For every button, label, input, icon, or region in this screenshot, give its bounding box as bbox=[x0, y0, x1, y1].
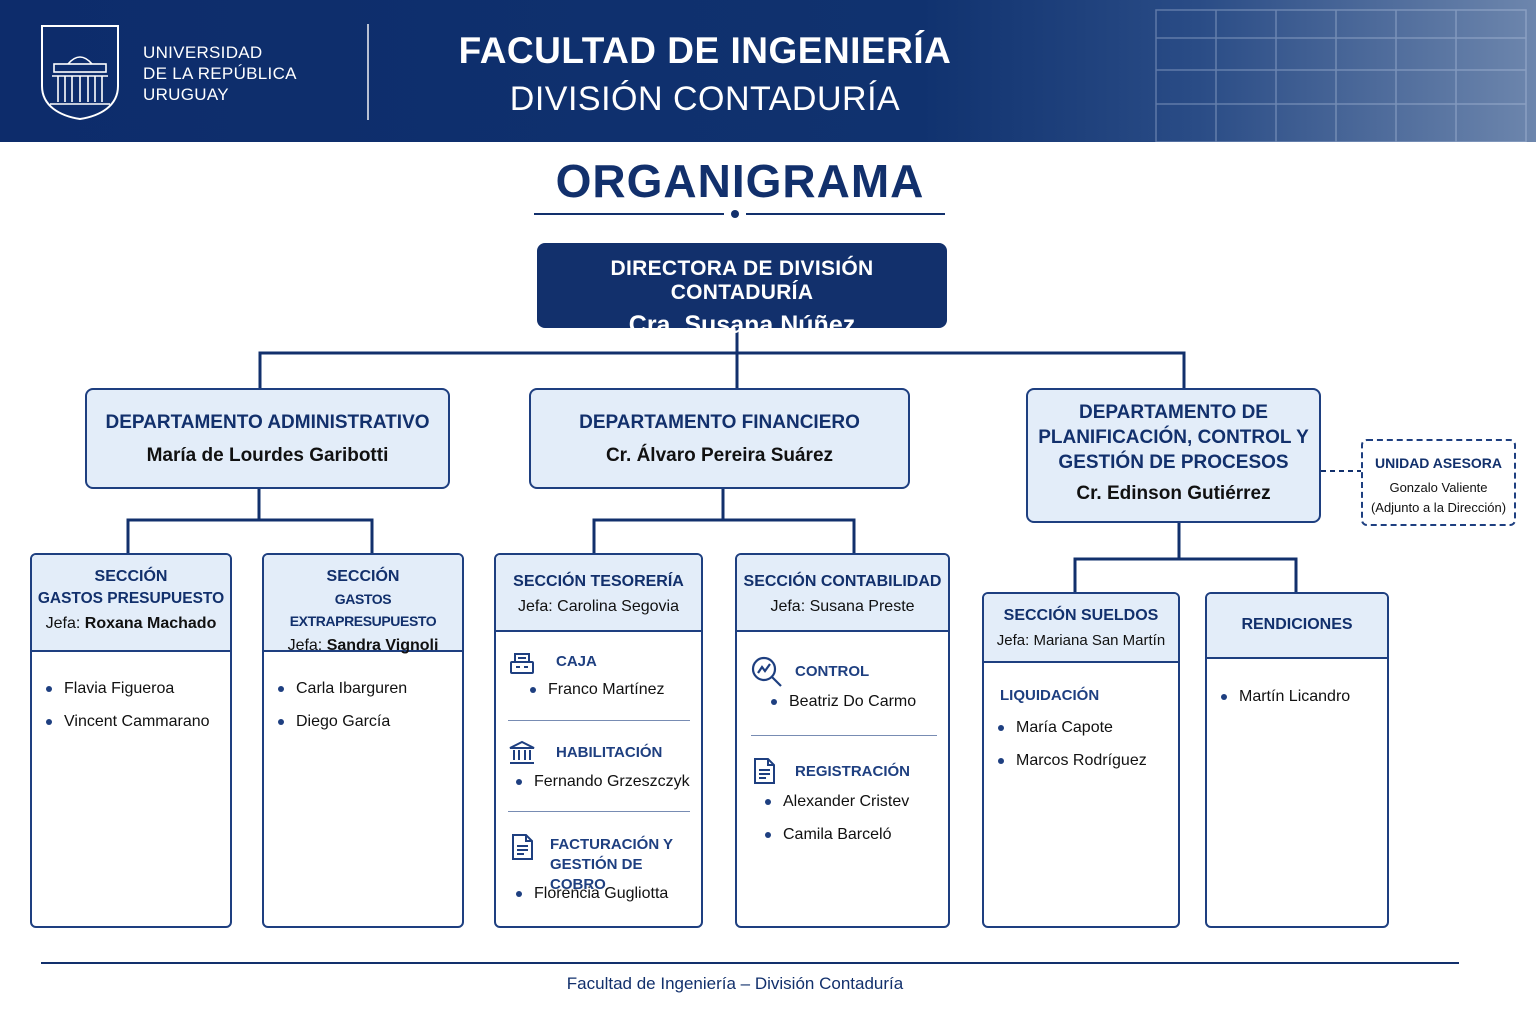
university-name: UNIVERSIDAD DE LA REPÚBLICA URUGUAY bbox=[143, 43, 297, 104]
section-header: SECCIÓN GASTOS EXTRAPRESUPUESTO Jefa: Sa… bbox=[264, 555, 462, 654]
list-item: Fernando Grzeszczyk bbox=[502, 765, 690, 798]
subunit-title: CONTROL bbox=[795, 663, 870, 680]
member-list: Franco Martínez bbox=[516, 673, 664, 706]
advisory-name: UNIDAD ASESORA bbox=[1374, 455, 1503, 471]
page-title: ORGANIGRAMA bbox=[555, 155, 925, 207]
member-list: María Capote Marcos Rodríguez bbox=[984, 711, 1147, 777]
list-item: Beatriz Do Carmo bbox=[757, 685, 916, 718]
subunit-divider bbox=[751, 735, 937, 736]
document-icon bbox=[512, 834, 533, 860]
list-item: Martín Licandro bbox=[1207, 680, 1350, 713]
unidad-asesora: UNIDAD ASESORA Gonzalo Valiente (Adjunto… bbox=[1361, 439, 1516, 526]
list-item: Vincent Cammarano bbox=[32, 705, 230, 738]
document-icon bbox=[754, 758, 775, 784]
section-header: SECCIÓN CONTABILIDAD Jefa: Susana Preste bbox=[737, 555, 948, 632]
faculty-title: FACULTAD DE INGENIERÍA bbox=[458, 30, 952, 71]
dept-name-line: DEPARTAMENTO DE bbox=[1079, 402, 1268, 423]
list-item: Alexander Cristev bbox=[751, 785, 909, 818]
footer-rule bbox=[41, 962, 1459, 964]
list-item: Diego García bbox=[264, 705, 462, 738]
cash-register-icon bbox=[510, 653, 534, 674]
member-list: Florencia Gugliotta bbox=[502, 877, 668, 910]
subunit-title: FACTURACIÓN Y GESTIÓN DE COBRO bbox=[550, 836, 674, 893]
section-contabilidad: SECCIÓN CONTABILIDAD Jefa: Susana Preste… bbox=[735, 553, 950, 928]
title-rule-right bbox=[746, 213, 945, 215]
member-list: Alexander Cristev Camila Barceló bbox=[751, 785, 909, 851]
section-header: SECCIÓN GASTOS PRESUPUESTO Jefa: Roxana … bbox=[32, 555, 230, 652]
member-list: Fernando Grzeszczyk bbox=[502, 765, 690, 798]
dept-planificacion: DEPARTAMENTO DE PLANIFICACIÓN, CONTROL Y… bbox=[1026, 388, 1321, 523]
section-header: SECCIÓN SUELDOS Jefa: Mariana San Martín bbox=[984, 594, 1178, 663]
magnifier-chart-icon bbox=[751, 656, 782, 687]
section-gastos-presupuesto: SECCIÓN GASTOS PRESUPUESTO Jefa: Roxana … bbox=[30, 553, 232, 928]
subunit-title: LIQUIDACIÓN bbox=[1000, 687, 1100, 704]
header-divider bbox=[367, 24, 369, 120]
dept-head: Cr. Álvaro Pereira Suárez bbox=[605, 445, 834, 466]
section-header: RENDICIONES bbox=[1207, 594, 1387, 659]
bank-icon bbox=[509, 740, 535, 764]
list-item: Flavia Figueroa bbox=[32, 672, 230, 705]
dept-name: DEPARTAMENTO FINANCIERO bbox=[579, 412, 860, 433]
director-role: DIRECTORA DE DIVISIÓN CONTADURÍA bbox=[610, 257, 874, 304]
list-item: Florencia Gugliotta bbox=[502, 877, 668, 910]
list-item: Carla Ibarguren bbox=[264, 672, 462, 705]
section-boss: Jefa: Roxana Machado bbox=[45, 615, 217, 632]
director-box: DIRECTORA DE DIVISIÓN CONTADURÍA Cra. Su… bbox=[537, 243, 947, 339]
section-header: SECCIÓN TESORERÍA Jefa: Carolina Segovia bbox=[496, 555, 701, 632]
advisory-person: Gonzalo Valiente (Adjunto a la Dirección… bbox=[1370, 480, 1507, 515]
dept-head: María de Lourdes Garibotti bbox=[146, 445, 389, 466]
member-list: Carla Ibarguren Diego García bbox=[264, 672, 462, 738]
dept-head: Cr. Edinson Gutiérrez bbox=[1076, 483, 1271, 504]
section-rendiciones: RENDICIONES Martín Licandro bbox=[1205, 592, 1389, 928]
section-sueldos: SECCIÓN SUELDOS Jefa: Mariana San Martín… bbox=[982, 592, 1180, 928]
dept-financiero: DEPARTAMENTO FINANCIERO Cr. Álvaro Perei… bbox=[529, 388, 910, 489]
section-tesoreria: SECCIÓN TESORERÍA Jefa: Carolina Segovia… bbox=[494, 553, 703, 928]
division-subtitle: DIVISIÓN CONTADURÍA bbox=[509, 80, 901, 118]
title-dot bbox=[731, 210, 739, 218]
subunit-title: HABILITACIÓN bbox=[556, 744, 663, 761]
member-list: Martín Licandro bbox=[1207, 680, 1350, 713]
member-list: Beatriz Do Carmo bbox=[757, 685, 916, 718]
footer-text: Facultad de Ingeniería – División Contad… bbox=[566, 974, 904, 993]
list-item: Marcos Rodríguez bbox=[984, 744, 1147, 777]
subunit-divider bbox=[508, 720, 690, 721]
list-item: Franco Martínez bbox=[516, 673, 664, 706]
section-gastos-extrapresupuesto: SECCIÓN GASTOS EXTRAPRESUPUESTO Jefa: Sa… bbox=[262, 553, 464, 928]
section-boss: Jefa: Sandra Vignoli bbox=[287, 637, 439, 654]
member-list: Flavia Figueroa Vincent Cammarano bbox=[32, 672, 230, 738]
dept-administrativo: DEPARTAMENTO ADMINISTRATIVO María de Lou… bbox=[85, 388, 450, 489]
list-item: Camila Barceló bbox=[751, 818, 909, 851]
university-logo-icon bbox=[41, 25, 119, 120]
dept-name: DEPARTAMENTO ADMINISTRATIVO bbox=[105, 412, 430, 433]
list-item: María Capote bbox=[984, 711, 1147, 744]
title-rule-left bbox=[534, 213, 724, 215]
dept-name-line: PLANIFICACIÓN, CONTROL Y bbox=[1038, 427, 1309, 448]
subunit-title: REGISTRACIÓN bbox=[795, 763, 911, 780]
director-name: Cra. Susana Núñez bbox=[628, 311, 856, 339]
dept-name-line: GESTIÓN DE PROCESOS bbox=[1058, 452, 1289, 473]
subunit-divider bbox=[508, 811, 690, 812]
header-banner: UNIVERSIDAD DE LA REPÚBLICA URUGUAY FACU… bbox=[0, 0, 1536, 142]
subunit-title: CAJA bbox=[556, 653, 597, 670]
building-background-icon bbox=[1155, 9, 1527, 142]
